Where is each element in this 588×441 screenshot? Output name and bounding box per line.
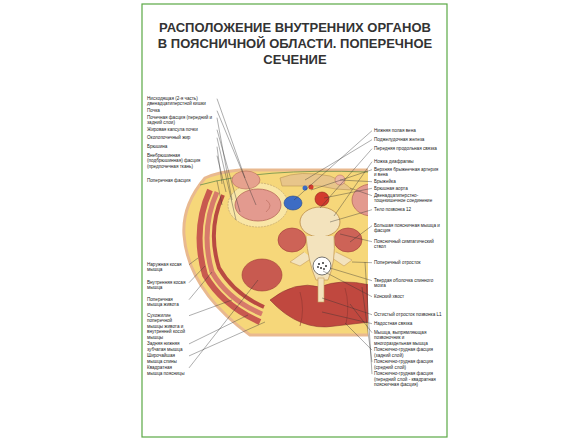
part-label: Нижняя полая вена	[374, 128, 442, 133]
leader-line	[305, 140, 372, 180]
part-label: Пояснично-грудная фасция (средний слой)	[374, 359, 442, 370]
spinal-canal	[313, 257, 331, 275]
leader-line	[217, 111, 256, 205]
part-label: Твердая оболочка спинного мозга	[374, 278, 442, 289]
mesenteric-vein	[303, 186, 308, 191]
cauda-equina	[317, 262, 327, 270]
leader-line	[350, 226, 372, 242]
leader-line	[189, 315, 248, 344]
leader-line	[189, 280, 258, 368]
body-fat	[184, 170, 368, 335]
part-label: Поджелудочная железа	[374, 137, 442, 142]
nerve-root	[325, 265, 327, 267]
part-label: Нисходящая (2-я часть) двенадцатиперстно…	[147, 96, 215, 107]
quadratus-lumborum	[242, 259, 282, 291]
leader-line	[352, 262, 372, 264]
part-label: Остистый отросток позвонка L1	[374, 312, 442, 317]
leader-line	[189, 266, 205, 283]
nerve-root	[318, 263, 320, 265]
part-label: Надостная связка	[374, 321, 442, 326]
cross-section	[184, 170, 368, 335]
renal-fascia	[228, 183, 288, 227]
leader-line	[323, 271, 372, 297]
leader-line	[217, 118, 232, 200]
part-label: Двенадцатиперстно-тощекишечное соединени…	[374, 193, 442, 204]
leader-line	[217, 99, 245, 178]
part-label: Брыжейка	[374, 179, 442, 184]
leader-line	[330, 210, 372, 222]
part-label: Верхняя брыжеечная артерия и вена	[374, 167, 442, 178]
part-label: Мышца, выпрямляющая позвоночник и многор…	[374, 330, 442, 346]
leader-line	[350, 188, 372, 196]
pancreas	[280, 173, 352, 190]
renal-hilum	[266, 200, 270, 212]
duodenum	[232, 171, 260, 189]
leader-line	[322, 312, 372, 324]
part-label: Ножка диафрагмы	[374, 159, 442, 164]
part-label: Поясничный симпатический ствол	[374, 239, 442, 250]
part-label: Сухожилие поперечной мышцы живота и внут…	[147, 313, 187, 340]
leader-line	[365, 262, 372, 374]
part-label: Наружная косая мышца	[147, 262, 187, 273]
leader-line	[340, 234, 372, 242]
leader-line	[217, 130, 240, 212]
part-label: Внебрюшинная (подбрюшинная) фасция (пред…	[147, 153, 215, 169]
vertebral-body	[300, 207, 340, 237]
leader-line	[294, 131, 372, 200]
part-label: Брюшная аорта	[374, 186, 442, 191]
part-label: Широчайшая мышца спины	[147, 353, 187, 364]
part-label: Брюшина	[147, 144, 215, 149]
part-label: Пояснично-грудная фасция (задний слой)	[374, 347, 442, 358]
part-label: Почка	[147, 108, 215, 113]
part-label: Пояснично-грудная фасция (передний слой …	[374, 371, 442, 387]
part-label: Квадратная мышца поясницы	[147, 365, 187, 376]
part-label: Почечная фасция (передний и задний слои)	[147, 115, 215, 126]
part-label: Конский хвост	[374, 294, 442, 299]
kidney-left	[235, 189, 281, 221]
kidney-right	[352, 184, 368, 216]
leader-line	[311, 170, 372, 190]
nerve-root	[323, 268, 325, 270]
psoas-left	[278, 228, 306, 252]
leader-line	[189, 258, 198, 265]
psoas-right	[334, 228, 362, 252]
part-label: Поперечный отросток	[374, 260, 442, 265]
part-label: Околопочечный жир	[147, 135, 215, 140]
nerve-root	[320, 267, 322, 269]
vertebral-arch	[306, 236, 334, 280]
leader-line	[334, 162, 372, 216]
leader-line	[217, 138, 236, 220]
part-label: Жировая капсула почки	[147, 127, 215, 132]
poster-title: РАСПОЛОЖЕНИЕ ВНУТРЕННИХ ОРГАНОВ В ПОЯСНИ…	[155, 20, 435, 68]
nerve-root	[322, 262, 324, 264]
leader-line	[189, 322, 265, 356]
poster-frame	[142, 4, 447, 437]
leader-line	[217, 181, 222, 205]
part-label: Задняя нижняя зубчатая мышца	[147, 341, 187, 352]
nerve-root	[317, 266, 319, 268]
leader-line	[340, 180, 372, 182]
leader-line	[345, 323, 372, 350]
part-label: Поперечная фасция	[147, 178, 215, 183]
part-label: Тело позвонка 12	[374, 207, 442, 212]
aorta	[315, 192, 329, 206]
part-label: Передняя продольная связка	[374, 146, 442, 151]
leader-line	[189, 300, 232, 316]
part-label: Большая поясничная мышца и фасция	[374, 223, 442, 234]
vena-cava	[284, 196, 302, 210]
part-label: Поперечная мышца живота	[147, 297, 187, 308]
part-label: Внутренняя косая мышца	[147, 280, 187, 291]
mesenteric-artery	[309, 185, 314, 190]
leader-line	[189, 272, 212, 300]
leader-line	[324, 188, 372, 198]
